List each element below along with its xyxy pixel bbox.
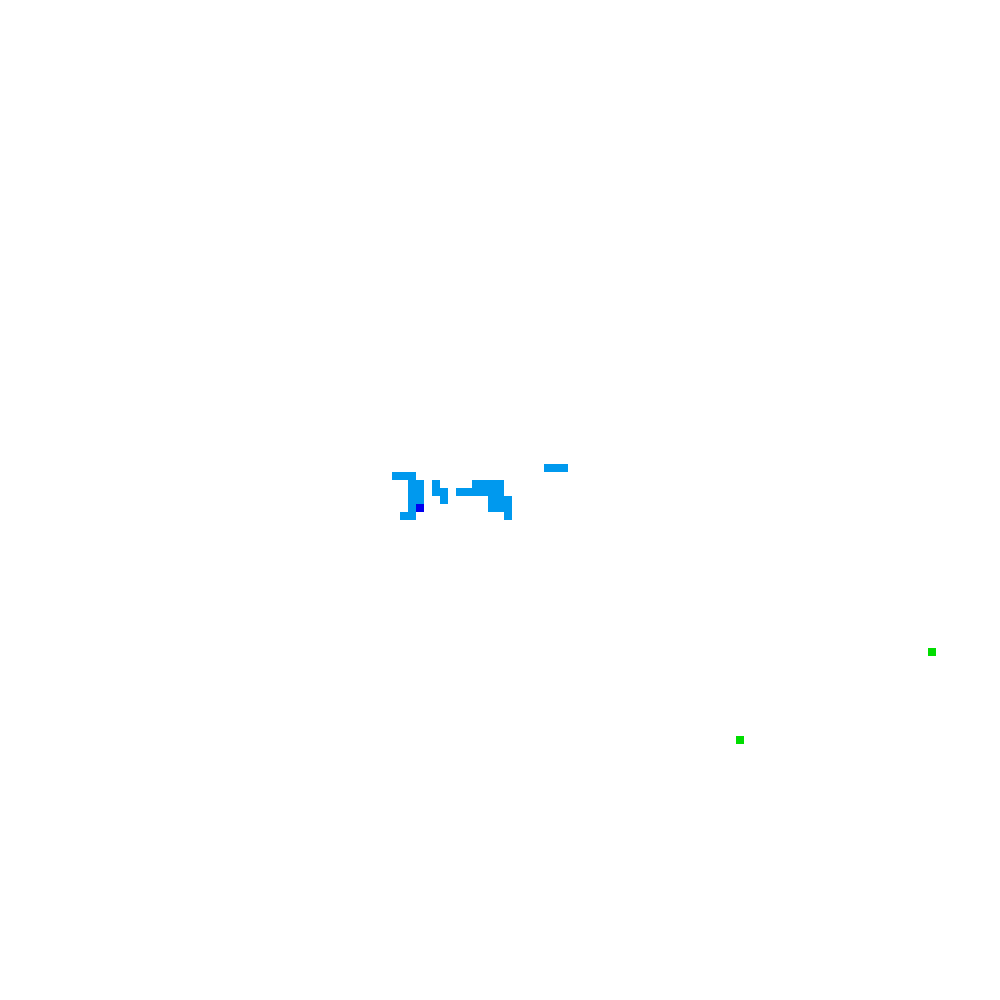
water-cluster bbox=[504, 504, 512, 512]
water-cluster bbox=[496, 480, 504, 488]
water-cluster bbox=[440, 488, 448, 496]
water-cluster bbox=[464, 488, 472, 496]
water-cluster bbox=[400, 472, 408, 480]
water-cluster bbox=[408, 480, 416, 488]
food-pellet bbox=[736, 736, 744, 744]
water-cluster bbox=[392, 472, 400, 480]
water-cluster bbox=[488, 504, 496, 512]
water-cluster bbox=[408, 488, 416, 496]
water-cluster bbox=[472, 488, 480, 496]
water-cluster bbox=[408, 504, 416, 512]
water-cluster bbox=[544, 464, 552, 472]
water-cluster bbox=[504, 496, 512, 504]
water-cluster bbox=[496, 488, 504, 496]
water-cluster bbox=[416, 480, 424, 488]
water-cluster bbox=[416, 488, 424, 496]
water-cluster bbox=[488, 480, 496, 488]
water-cluster bbox=[504, 512, 512, 520]
water-cluster bbox=[400, 512, 408, 520]
water-cluster bbox=[416, 496, 424, 504]
water-cluster bbox=[496, 496, 504, 504]
water-cluster bbox=[552, 464, 560, 472]
water-cluster bbox=[560, 464, 568, 472]
water-cluster bbox=[408, 512, 416, 520]
water-cluster bbox=[408, 496, 416, 504]
water-cluster bbox=[432, 480, 440, 488]
water-cluster bbox=[480, 480, 488, 488]
water-cluster bbox=[480, 488, 488, 496]
water-cluster bbox=[440, 496, 448, 504]
water-cluster bbox=[408, 472, 416, 480]
water-cluster bbox=[432, 488, 440, 496]
water-cluster bbox=[488, 496, 496, 504]
water-cluster bbox=[488, 488, 496, 496]
deep-water-cell bbox=[416, 504, 424, 512]
water-cluster bbox=[456, 488, 464, 496]
food-pellet bbox=[928, 648, 936, 656]
water-cluster bbox=[496, 504, 504, 512]
water-cluster bbox=[472, 480, 480, 488]
